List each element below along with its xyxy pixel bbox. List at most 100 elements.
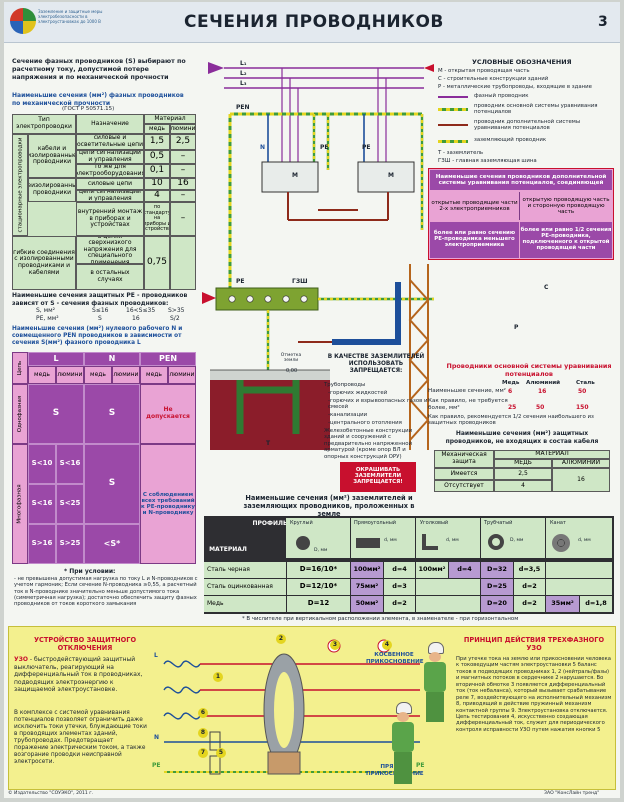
wire-label: L	[154, 652, 158, 659]
main-system-col: Медь	[502, 380, 520, 386]
diagram-label-t: Т	[266, 440, 271, 447]
pen-cell-l: S<16	[56, 444, 84, 484]
diagram-label-p: P	[514, 324, 519, 331]
circle-num: 8	[198, 728, 208, 738]
cable-th: Механическая защита	[434, 450, 494, 468]
pe-pe-value: 16	[132, 315, 140, 322]
profile-cell: 100мм²	[351, 562, 383, 578]
rcd-p1: УЗО - быстродействующий защитный выключа…	[14, 656, 148, 694]
phase-group-insulated: кабели и изолированные проводники	[28, 134, 76, 178]
motor-box	[357, 161, 415, 193]
legend-item: Р - металлические трубопроводы, входящие…	[438, 84, 592, 90]
rcd-diagram	[163, 639, 420, 775]
footer-right: ЗАО "КонсЛайн тренд"	[544, 791, 600, 796]
phase-table-title: Наименьшие сечения (мм²) фазных проводни…	[12, 92, 184, 107]
rope-profile-icon	[552, 534, 570, 552]
pen-three-phase-note: С соблюдением всех требований к PE-прово…	[140, 444, 196, 564]
logo-icon	[10, 8, 36, 34]
worker-figure-icon	[420, 642, 450, 722]
profile-cell: D=16/10*	[287, 562, 350, 578]
phase-row-cu: 0,5	[144, 150, 170, 164]
pe-pe-value: S/2	[170, 315, 180, 322]
wire-label: PE	[416, 762, 425, 769]
indirect-touch-label: КОСВЕННОЕ ПРИКОСНОВЕНИЕ	[366, 652, 424, 665]
pipe-arrow	[202, 292, 216, 304]
phase-row-cu: 10	[144, 178, 170, 190]
earth-item: -горючих и взрывоопасных газов и смесей	[328, 398, 428, 411]
profile-name: Трубчатый	[484, 520, 513, 526]
page-number: 3	[598, 14, 608, 30]
diagram-label-gzsh: ГЗШ	[292, 278, 308, 285]
principle-text: При утечке тока на землю или прикосновен…	[456, 656, 612, 733]
pe-pe-label: PE, мм²	[36, 315, 59, 322]
diagram-level-label: Отметка земли	[280, 353, 302, 363]
cable-table-title: Наименьшие сечения (мм²) защитных провод…	[445, 430, 599, 445]
legend-item: фазный проводник	[474, 93, 529, 99]
cable-row-cu: 2,5	[494, 468, 552, 480]
poster: Заземление и защитные меры электробезопа…	[4, 2, 620, 798]
rcd-panel	[8, 626, 616, 790]
pen-footnote: - не превышена допустимая нагрузка по то…	[14, 576, 198, 608]
wire-label: N	[154, 734, 160, 741]
wire-label: PE	[152, 762, 161, 769]
circle-num: 5	[216, 748, 226, 758]
rcd-p2: В комплексе с системой уравнивания потен…	[14, 710, 147, 766]
earth-item: Трубопроводы	[324, 382, 366, 388]
rcd-title: УСТРОЙСТВО ЗАЩИТНОГО ОТКЛЮЧЕНИЯ	[33, 636, 137, 653]
profile-dim: d, мм	[578, 538, 591, 543]
legend-arrow	[424, 64, 434, 72]
circle-num: 2	[276, 634, 286, 644]
phase-row-cu: по стандарту на приборы и устройства	[144, 202, 170, 236]
rect-profile-icon	[356, 538, 380, 548]
profile-cell: 50мм²	[351, 596, 383, 612]
phase-row-cu: 4	[144, 190, 170, 202]
cable-row-al: 16	[552, 468, 610, 492]
phase-row-cu: 0,75	[144, 236, 170, 290]
pen-col-pen: PEN	[140, 352, 196, 366]
pen-col-n: N	[84, 352, 140, 366]
profile-cell: d=3	[384, 579, 415, 595]
profile-label: ПРОФИЛЬ	[252, 519, 288, 527]
steel-structure	[408, 264, 430, 450]
profile-footnote: * В числителе при вертикальном расположе…	[242, 616, 519, 622]
circle-num: 3	[330, 640, 340, 650]
logo-text: Заземление и защитные меры электробезопа…	[38, 9, 103, 24]
profile-row-name: Медь	[204, 596, 286, 612]
cable-th: МАТЕРИАЛ	[494, 450, 610, 459]
pe-s-value: S>35	[168, 307, 185, 314]
diagram-label-pe: PE	[362, 144, 371, 151]
phase-table-gost: (ГОСТ Р 50571.15)	[62, 106, 115, 112]
phase-row-purpose: силовые и осветительные цепи	[76, 134, 144, 150]
profile-cell: d=4	[449, 562, 480, 578]
pen-row-label: Цепь	[12, 352, 28, 384]
pen-sub-header: алюминий	[112, 366, 140, 384]
phase-row-al	[170, 236, 196, 290]
profile-cell	[416, 579, 480, 595]
circle-num: 1	[213, 672, 223, 682]
main-system-col: Сталь	[576, 380, 595, 386]
pipe	[332, 282, 401, 345]
diagram-label-motor: M	[388, 172, 394, 179]
phase-bus-lines	[224, 67, 424, 89]
main-system-cu: 6	[508, 388, 513, 395]
phase-row-purpose: цепи сигнализации и управления	[76, 190, 144, 202]
profile-row-name: Сталь черная	[204, 562, 286, 578]
cable-row-label: Имеется	[434, 468, 494, 480]
profile-dim: d, мм	[384, 538, 397, 543]
pen-sub-header: алюминий	[168, 366, 196, 384]
legend-item: заземляющий проводник	[474, 137, 547, 143]
legend-swatch-phase	[438, 96, 468, 98]
phase-row-al: –	[170, 190, 196, 202]
supp-row2-right: более или равно 1/2 сечения РЕ-проводник…	[520, 222, 612, 258]
pe-s-value: S≤16	[92, 307, 109, 314]
main-system-st: 150	[576, 404, 589, 411]
profile-name: Круглый	[290, 520, 313, 526]
profile-cell: d=2	[514, 579, 545, 595]
circle-num: 7	[198, 748, 208, 758]
diagram-label-n: N	[260, 144, 266, 151]
phase-row-purpose: то же для электрооборудования	[76, 164, 144, 178]
diagram-level-value: 0,00	[286, 368, 298, 374]
main-system-al: 50	[536, 404, 545, 411]
earth-title: В КАЧЕСТВЕ ЗАЗЕМЛИТЕЛЕЙ ИСПОЛЬЗОВАТЬ ЗАП…	[327, 354, 425, 375]
main-system-col: Алюминий	[526, 380, 561, 386]
